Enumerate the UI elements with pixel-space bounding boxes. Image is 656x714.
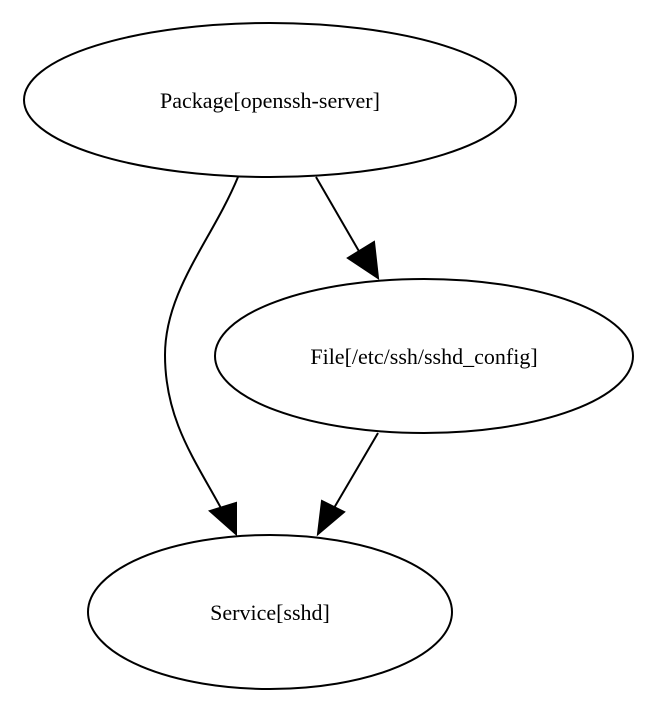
node-service-shape — [87, 534, 453, 690]
node-service[interactable]: Service[sshd] — [87, 534, 453, 690]
node-file-shape — [214, 278, 634, 434]
node-file-label: File[/etc/ssh/sshd_config] — [310, 344, 537, 369]
edge-package-to-service — [163, 176, 239, 537]
node-service-label: Service[sshd] — [210, 600, 330, 625]
node-file[interactable]: File[/etc/ssh/sshd_config] — [214, 278, 634, 434]
arrowhead-icon — [208, 501, 237, 537]
node-package-shape — [23, 22, 517, 178]
arrowhead-icon — [316, 499, 346, 537]
arrowhead-icon — [346, 240, 380, 281]
edge-package-to-file — [315, 176, 380, 281]
edge-file-to-service — [316, 432, 379, 537]
node-package[interactable]: Package[openssh-server] — [23, 22, 517, 178]
node-package-label: Package[openssh-server] — [160, 88, 380, 113]
